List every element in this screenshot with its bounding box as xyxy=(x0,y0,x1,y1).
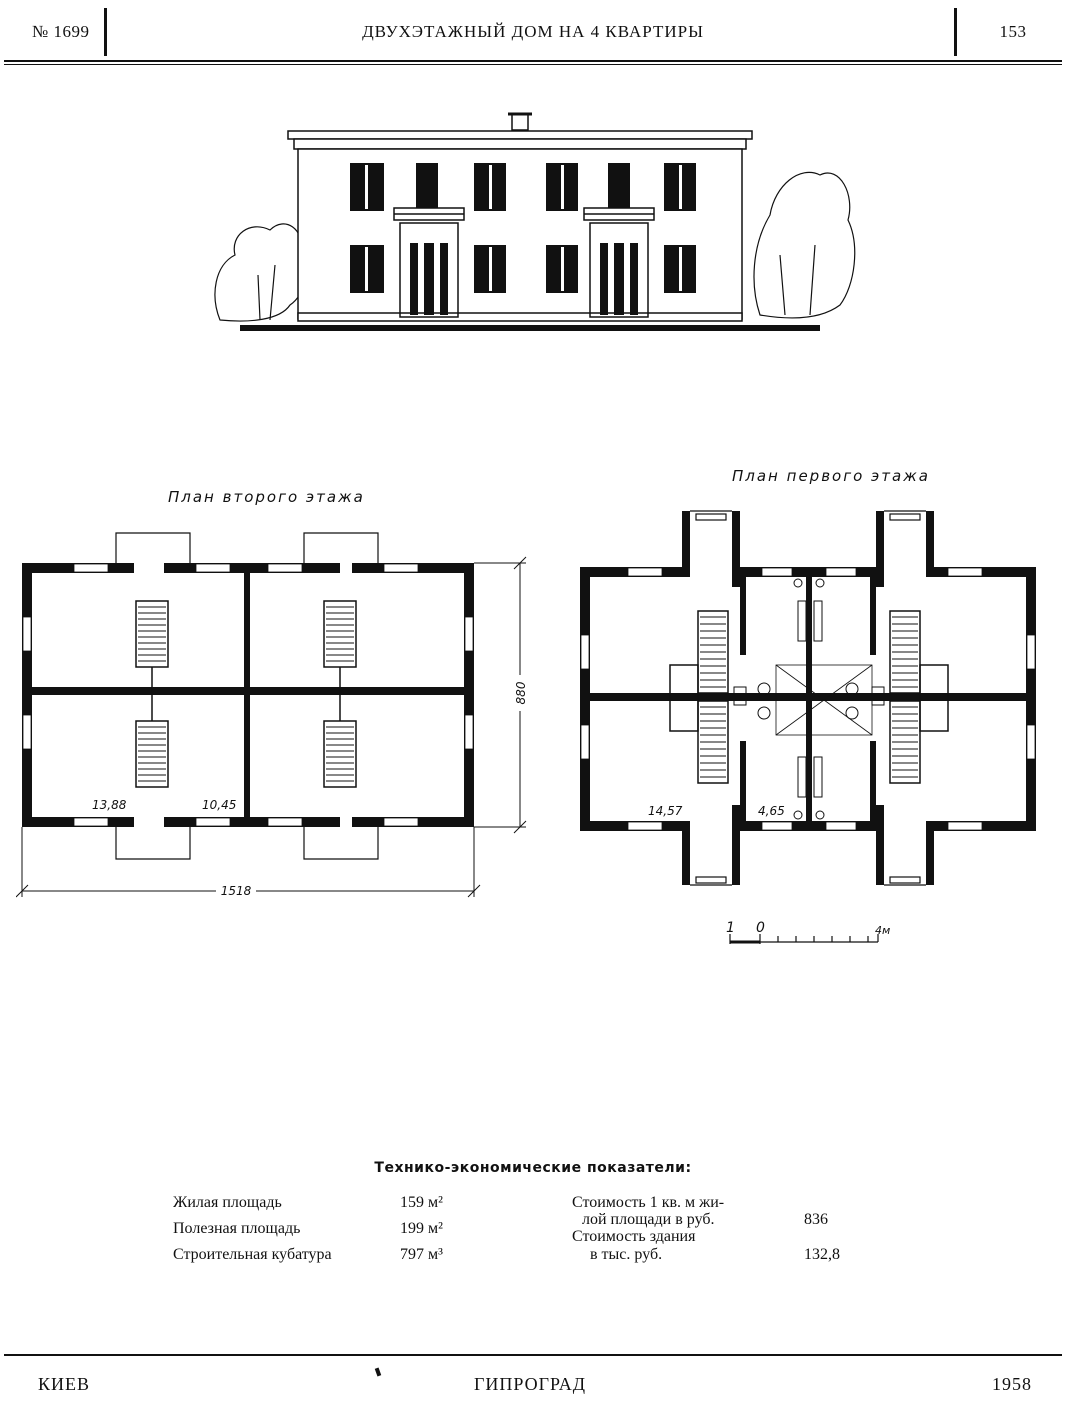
scale-bar: 1 0 4м xyxy=(726,920,890,944)
footer-publisher: ГИПРОГРАД xyxy=(474,1374,587,1394)
indicator-label: Жилая площадь xyxy=(173,1194,282,1211)
second-floor-caption: План второго этажа xyxy=(168,488,365,506)
depth-dimension: 880 xyxy=(514,681,528,704)
indicator-label: Строительная кубатура xyxy=(173,1246,332,1263)
footer-city: КИЕВ xyxy=(38,1374,91,1394)
footer-year: 1958 xyxy=(992,1374,1032,1394)
indicator-value: 199 м² xyxy=(400,1220,443,1237)
page-number: 153 xyxy=(999,22,1027,41)
scale-label-1: 1 xyxy=(726,920,735,936)
area-label-room: 13,88 xyxy=(92,798,127,812)
area-label-room: 10,45 xyxy=(202,798,236,812)
area-label-room: 4,65 xyxy=(758,804,785,818)
footer-rule xyxy=(4,1354,1062,1356)
scale-label-0: 0 xyxy=(756,920,765,936)
page-header: № 1699 ДВУХЭТАЖНЫЙ ДОМ НА 4 КВАРТИРЫ 153 xyxy=(0,0,1066,65)
page-title: ДВУХЭТАЖНЫЙ ДОМ НА 4 КВАРТИРЫ xyxy=(362,22,704,41)
header-rule xyxy=(4,60,1062,62)
cost-building-value: 132,8 xyxy=(804,1246,840,1263)
print-mark xyxy=(374,1367,382,1377)
first-floor-caption: План первого этажа xyxy=(732,467,930,485)
second-floor-plan: 1518 880 13,88 10,45 xyxy=(16,532,528,899)
header-rule-thin xyxy=(4,64,1062,65)
cost-building-label: Стоимость здания xyxy=(572,1228,696,1245)
project-number: № 1699 xyxy=(32,22,90,41)
indicator-value: 797 м³ xyxy=(400,1246,443,1263)
first-floor-plan: 14,57 4,65 xyxy=(580,510,1036,886)
indicators-title: Технико-экономические показатели: xyxy=(374,1160,692,1176)
cost-building-label: в тыс. руб. xyxy=(590,1246,663,1263)
indicator-label: Полезная площадь xyxy=(173,1220,301,1237)
header-separator xyxy=(954,8,957,56)
header-separator xyxy=(104,8,107,56)
cost-per-m2-label: Стоимость 1 кв. м жи- xyxy=(572,1194,725,1211)
facade-elevation xyxy=(214,112,856,331)
width-dimension: 1518 xyxy=(221,884,252,898)
scale-label-4m: 4м xyxy=(875,924,890,937)
cost-per-m2-label: лой площади в руб. xyxy=(582,1211,715,1228)
cost-per-m2-value: 836 xyxy=(804,1211,828,1228)
indicator-value: 159 м² xyxy=(400,1194,443,1211)
area-label-room: 14,57 xyxy=(648,804,683,818)
